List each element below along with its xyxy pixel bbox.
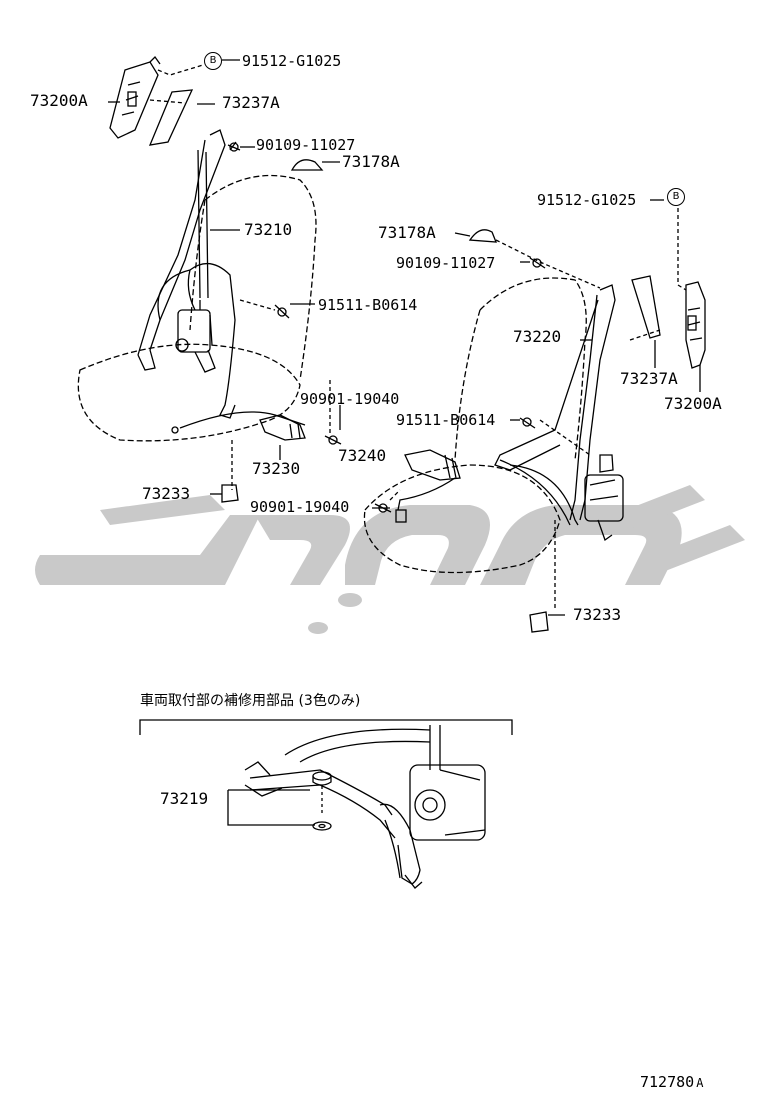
detail-bracket xyxy=(227,789,315,826)
label-73237a-left: 73237A xyxy=(222,93,280,112)
label-73240: 73240 xyxy=(338,446,387,465)
label-73237a-right: 73237A xyxy=(620,369,678,388)
diagram-number-main: 712780 xyxy=(640,1073,695,1091)
label-91512-left: 91512-G1025 xyxy=(242,52,342,70)
right-anchor-cover xyxy=(685,281,706,369)
marker-b-right: B xyxy=(667,188,685,206)
detail-rivet xyxy=(312,771,332,831)
label-leaders xyxy=(108,59,701,616)
label-90901-upper: 90901-19040 xyxy=(300,390,400,408)
label-73200a-left: 73200A xyxy=(30,91,88,110)
label-73220: 73220 xyxy=(513,327,562,346)
left-cap xyxy=(290,159,324,171)
marker-b-left: B xyxy=(204,52,222,70)
right-clip xyxy=(529,611,549,633)
left-leaders xyxy=(149,64,331,490)
right-cap xyxy=(468,229,497,243)
label-91512-right: 91512-G1025 xyxy=(537,191,637,209)
label-90109-left: 90109-11027 xyxy=(256,136,356,154)
label-90109-right: 90109-11027 xyxy=(396,254,496,272)
left-belt-assembly xyxy=(137,129,306,441)
left-bolts xyxy=(227,141,342,445)
repair-parts-note: 車両取付部の補修用部品 (3色のみ) xyxy=(140,693,361,709)
label-73230: 73230 xyxy=(252,459,301,478)
label-91511-right: 91511-B0614 xyxy=(396,411,496,429)
label-73233-left: 73233 xyxy=(142,484,191,503)
right-leaders xyxy=(389,208,687,610)
right-belt-assembly xyxy=(395,284,624,542)
right-trim-panel xyxy=(631,275,661,339)
watermark-shapes xyxy=(35,485,745,634)
left-seat-outline xyxy=(77,174,317,442)
label-91511-left: 91511-B0614 xyxy=(318,296,418,314)
label-73233-right: 73233 xyxy=(573,605,622,624)
label-73210: 73210 xyxy=(244,220,293,239)
diagram-number-suffix: A xyxy=(696,1076,704,1090)
label-73178a-left: 73178A xyxy=(342,152,400,171)
label-73178a-right: 73178A xyxy=(378,223,436,242)
left-anchor-cover xyxy=(109,55,161,139)
detail-belt xyxy=(244,725,486,889)
label-73219: 73219 xyxy=(160,789,209,808)
detail-frame xyxy=(139,719,513,735)
left-clip xyxy=(221,484,239,503)
label-90901-lower: 90901-19040 xyxy=(250,498,350,516)
left-trim-panel xyxy=(148,89,194,146)
label-73200a-right: 73200A xyxy=(664,394,722,413)
right-seat-outline xyxy=(363,277,587,574)
